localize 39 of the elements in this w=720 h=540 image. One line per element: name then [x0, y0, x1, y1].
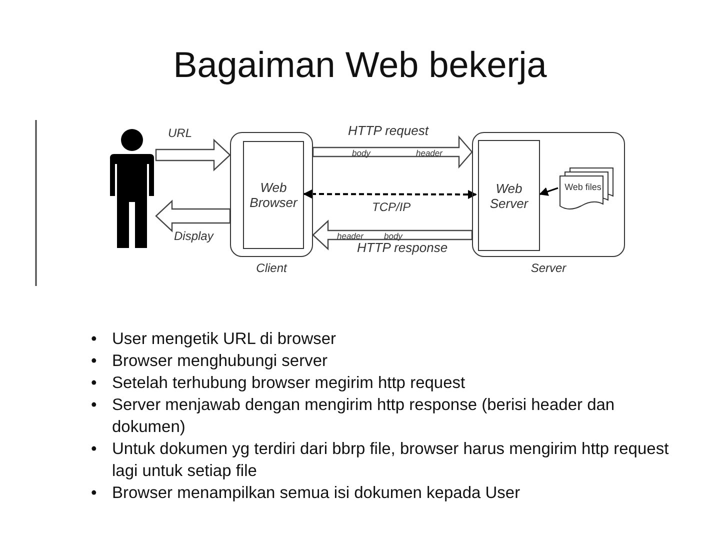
- box-caption: Server: [530, 261, 566, 275]
- bullet-text: Untuk dokumen yg terdiri dari bbrp file, browser harus mengirim http request lagi untuk setiap file: [112, 440, 669, 480]
- process-box: [243, 141, 304, 249]
- block-arrow: [155, 200, 231, 232]
- dashed-arrow: [303, 190, 477, 199]
- arrow-text: header: [416, 148, 442, 158]
- arrow-text: header: [337, 231, 364, 241]
- edge-label: TCP/IP: [372, 200, 411, 214]
- box-caption: Client: [256, 261, 287, 275]
- arrow-text: body: [384, 231, 402, 241]
- edge-label: URL: [168, 126, 192, 140]
- bullet-text: User mengetik URL di browser: [112, 330, 336, 348]
- bullet-mark: •: [91, 329, 97, 350]
- bullet-text: Server menjawab dengan mengirim http response (berisi header dan dokumen): [112, 396, 615, 436]
- process-box: [478, 140, 540, 251]
- bullet-mark: •: [91, 395, 97, 416]
- arrow: [538, 187, 558, 196]
- edge-label: Display: [174, 229, 214, 243]
- bullet-mark: •: [91, 373, 97, 394]
- file-label: Web files: [564, 182, 602, 192]
- bullet-mark: •: [91, 483, 97, 504]
- bullet-mark: •: [91, 439, 97, 460]
- block-arrow: [155, 138, 231, 172]
- box-label: Web Browser: [248, 180, 299, 210]
- block-arrow: [312, 220, 473, 250]
- bullet-text: Browser menghubungi server: [112, 352, 328, 370]
- box-label: Web Server: [488, 180, 530, 210]
- block-arrow: [312, 135, 473, 169]
- edge-label: HTTP request: [348, 123, 428, 138]
- document-stack: [559, 167, 614, 211]
- edge-label: HTTP response: [357, 240, 448, 255]
- bullet-text: Setelah terhubung browser megirim http request: [112, 374, 466, 392]
- server-box: [472, 132, 625, 257]
- bullet-text: Browser menampilkan semua isi dokumen kepada User: [112, 484, 520, 502]
- bullet-mark: •: [91, 351, 97, 372]
- client-box: [230, 132, 313, 257]
- person-icon: [108, 128, 156, 250]
- arrow-text: body: [352, 148, 370, 158]
- title: Bagaiman Web bekerja: [172, 44, 548, 86]
